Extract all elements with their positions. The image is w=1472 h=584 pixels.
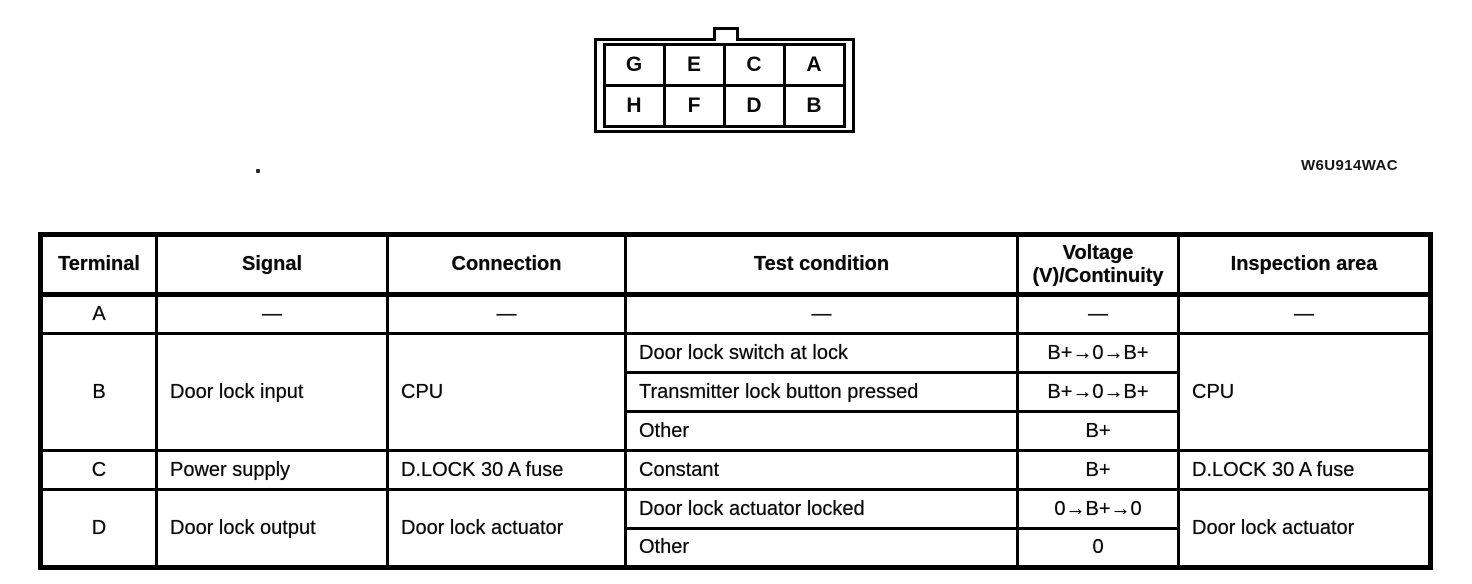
terminal-d-connection: Door lock actuator bbox=[386, 488, 627, 569]
terminal-b-test-condition-1: Door lock switch at lock bbox=[624, 332, 1019, 374]
column-header-terminal: Terminal bbox=[39, 233, 158, 297]
column-header-signal: Signal bbox=[155, 233, 389, 297]
terminal-a-connection: — bbox=[386, 293, 627, 335]
column-header-inspection-area: Inspection area bbox=[1177, 233, 1432, 297]
connector-keying-tab bbox=[713, 27, 739, 41]
connector-pin-a: A bbox=[783, 43, 846, 87]
terminal-b-voltage-1: B+→0→B+ bbox=[1016, 332, 1180, 374]
terminal-d-test-condition-1: Door lock actuator locked bbox=[624, 488, 1019, 530]
terminal-c-test-condition: Constant bbox=[624, 449, 1019, 491]
connector-pin-grid: G E C A H F D B bbox=[603, 43, 846, 128]
terminal-b-label: B bbox=[39, 332, 158, 452]
scan-artifact-dot bbox=[256, 169, 260, 173]
terminal-b-test-condition-3: Other bbox=[624, 410, 1019, 452]
terminal-a-test-condition: — bbox=[624, 293, 1019, 335]
terminal-a-label: A bbox=[39, 293, 158, 335]
terminal-d-test-condition-2: Other bbox=[624, 527, 1019, 569]
terminal-c-signal: Power supply bbox=[155, 449, 389, 491]
connector-pin-d: D bbox=[723, 84, 786, 128]
connector-housing: G E C A H F D B bbox=[594, 38, 855, 133]
connector-diagram: G E C A H F D B bbox=[594, 27, 864, 133]
column-header-voltage-line2: (V)/Continuity bbox=[1032, 264, 1164, 287]
terminal-d-inspection: Door lock actuator bbox=[1177, 488, 1432, 569]
terminal-inspection-table: Terminal Signal Connection Test conditio… bbox=[38, 232, 1433, 570]
terminal-d-signal: Door lock output bbox=[155, 488, 389, 569]
terminal-d-voltage-2: 0 bbox=[1016, 527, 1180, 569]
connector-pin-e: E bbox=[663, 43, 726, 87]
terminal-d-label: D bbox=[39, 488, 158, 569]
terminal-b-inspection: CPU bbox=[1177, 332, 1432, 452]
terminal-b-signal: Door lock input bbox=[155, 332, 389, 452]
column-header-connection: Connection bbox=[386, 233, 627, 297]
terminal-d-voltage-1: 0→B+→0 bbox=[1016, 488, 1180, 530]
terminal-c-connection: D.LOCK 30 A fuse bbox=[386, 449, 627, 491]
column-header-voltage-line1: Voltage bbox=[1062, 241, 1134, 264]
connector-pin-f: F bbox=[663, 84, 726, 128]
table-row-terminal-b-3: Other B+ bbox=[41, 410, 1431, 452]
terminal-a-voltage: — bbox=[1016, 293, 1180, 335]
table-row-terminal-d-2: Other 0 bbox=[41, 527, 1431, 569]
table-row-terminal-b-1: B Door lock input CPU Door lock switch a… bbox=[39, 332, 1432, 452]
connector-pin-b: B bbox=[783, 84, 846, 128]
terminal-a-inspection: — bbox=[1177, 293, 1432, 335]
table-row-terminal-c: C Power supply D.LOCK 30 A fuse Constant… bbox=[39, 449, 1432, 491]
terminal-c-voltage: B+ bbox=[1016, 449, 1180, 491]
table-row-terminal-d-1: D Door lock output Door lock actuator Do… bbox=[39, 488, 1432, 569]
terminal-b-test-condition-2: Transmitter lock button pressed bbox=[624, 371, 1019, 413]
column-header-voltage: Voltage (V)/Continuity bbox=[1016, 233, 1180, 297]
connector-pin-g: G bbox=[603, 43, 666, 87]
connector-pin-h: H bbox=[603, 84, 666, 128]
terminal-c-inspection: D.LOCK 30 A fuse bbox=[1177, 449, 1432, 491]
column-header-test-condition: Test condition bbox=[624, 233, 1019, 297]
figure-code: W6U914WAC bbox=[1301, 157, 1398, 174]
terminal-b-voltage-3: B+ bbox=[1016, 410, 1180, 452]
terminal-a-signal: — bbox=[155, 293, 389, 335]
connector-pin-c: C bbox=[723, 43, 786, 87]
terminal-c-label: C bbox=[39, 449, 158, 491]
terminal-b-voltage-2: B+→0→B+ bbox=[1016, 371, 1180, 413]
table-row-terminal-b-2: Transmitter lock button pressed B+→0→B+ bbox=[41, 371, 1431, 413]
table-header-row: Terminal Signal Connection Test conditio… bbox=[39, 233, 1432, 297]
terminal-b-connection: CPU bbox=[386, 332, 627, 452]
table-row-terminal-a: A — — — — — bbox=[39, 293, 1432, 335]
